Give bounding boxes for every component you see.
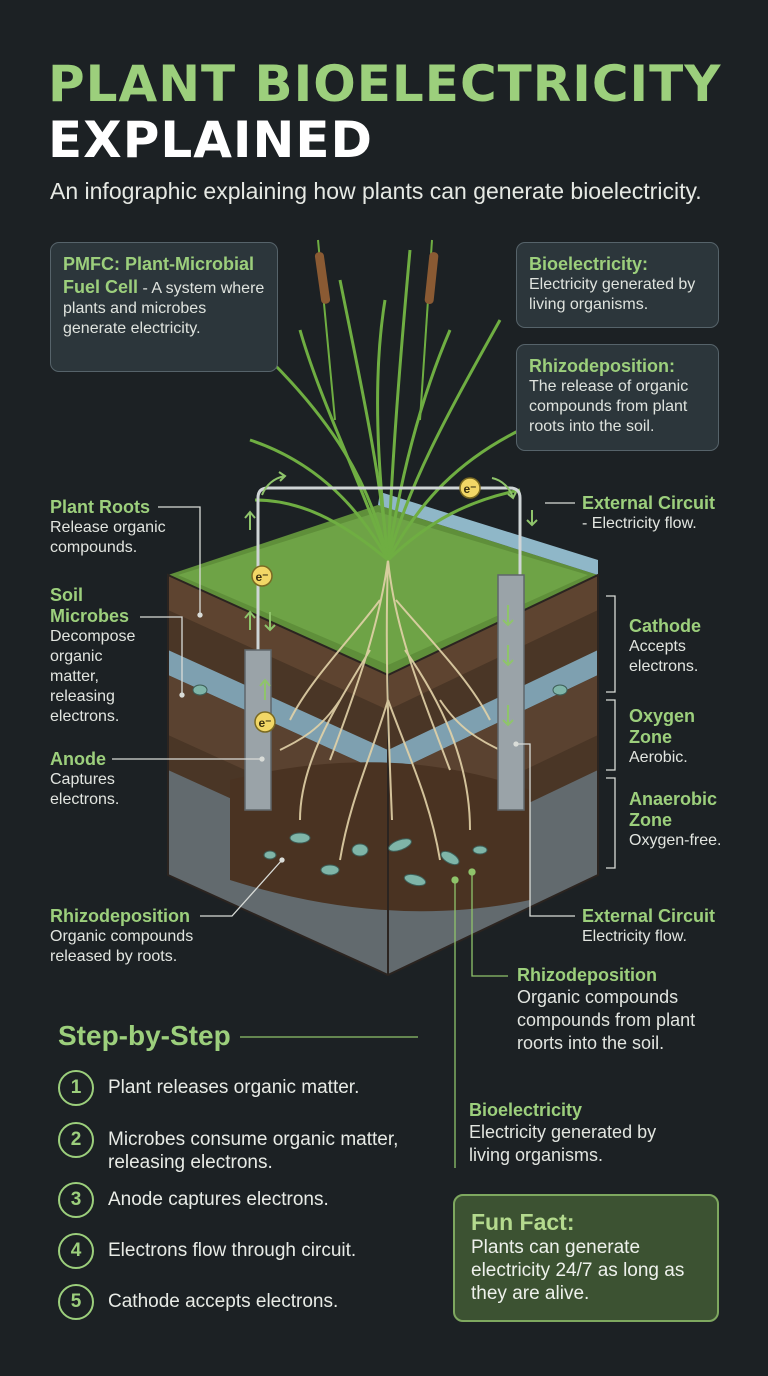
plant-roots-title: Plant Roots [50,497,151,517]
roots [279,559,501,861]
title-line-1: PLANT BIOELECTRICITY [48,55,722,113]
cathode-text: Accepts electrons. [629,638,699,675]
external-circuit-top-title: External Circuit [582,493,716,513]
subtitle: An infographic explaining how plants can… [50,178,702,204]
bioelectricity-box: Bioelectricity: Electricity generated by… [516,242,719,328]
step-4: 4 Electrons flow through circuit. [58,1233,356,1269]
pmfc-box: PMFC: Plant-Microbial Fuel Cell - A syst… [50,242,278,372]
leader-lines [112,502,616,917]
electron-badges [251,477,481,733]
steps-title: Step-by-Step [58,1020,231,1051]
cathode-plate [497,574,525,811]
step-1-text: Plant releases organic matter. [108,1077,360,1098]
bioelectricity-text: Electricity generated by living organism… [529,276,696,313]
step-5-text: Cathode accepts electrons. [108,1291,339,1312]
title-line-2: EXPLAINED [48,111,374,169]
step-4-text: Electrons flow through circuit. [108,1240,357,1261]
oxygen-zone-title: Oxygen Zone [629,706,696,747]
step-3-text: Anode captures electrons. [108,1189,329,1210]
circuit-wire [256,486,522,650]
rhizodeposition-right-text: Organic compounds compounds from plant r… [517,987,696,1053]
leader-lines-green [240,868,508,1168]
cathode-title: Cathode [629,616,701,636]
rhizodeposition-text: The release of organic compounds from pl… [529,378,689,435]
step-5-number: 5 [58,1284,94,1320]
pmfc-title: PMFC: Plant-Microbial Fuel Cell [63,254,255,297]
cattails [314,239,439,421]
external-circuit-bottom-label: External Circuit Electricity flow. [582,906,732,947]
bioelectricity-title: Bioelectricity: [529,254,649,274]
soil-block [167,492,599,977]
bioelectricity-bottom-title: Bioelectricity [469,1100,583,1120]
plant-roots-text: Release organic compounds. [50,519,166,556]
step-4-number: 4 [58,1233,94,1269]
electron-label-1: e⁻ [463,482,476,496]
soil-microbes-text: Decompose organic matter, releasing elec… [50,628,136,725]
anaerobic-zone-text: Oxygen-free. [629,832,722,849]
step-1-number: 1 [58,1070,94,1106]
fun-fact-title: Fun Fact: [471,1209,575,1235]
rhizodeposition-right-label: Rhizodeposition Organic compounds compou… [517,965,707,1055]
rhizodeposition-box: Rhizodeposition: The release of organic … [516,344,719,451]
external-circuit-bottom-title: External Circuit [582,906,716,926]
electron-label-2: e⁻ [255,570,268,584]
plant-leaves [249,249,521,562]
anode-title: Anode [50,749,106,769]
step-2-number: 2 [58,1122,94,1158]
cathode-label: Cathode Accepts electrons. [629,616,729,677]
pmfc-text: - A system where plants and microbes gen… [63,280,265,337]
step-1: 1 Plant releases organic matter. [58,1070,359,1106]
anaerobic-zone-label: Anaerobic Zone Oxygen-free. [629,789,739,851]
rhizodeposition-left-label: Rhizodeposition Organic compounds releas… [50,906,220,967]
microbes [192,684,568,887]
rhizodeposition-left-title: Rhizodeposition [50,906,190,926]
external-circuit-top-label: External Circuit - Electricity flow. [582,493,732,534]
soil-microbes-label: Soil Microbes Decompose organic matter, … [50,585,150,727]
step-2-text: Microbes consume organic matter, releasi… [108,1129,399,1173]
external-circuit-top-text: - Electricity flow. [582,515,697,532]
flow-arrows [244,471,538,727]
anode-label: Anode Captures electrons. [50,749,150,810]
oxygen-zone-label: Oxygen Zone Aerobic. [629,706,719,768]
soil-microbes-title: Soil Microbes [50,585,130,626]
anode-text: Captures electrons. [50,771,120,808]
fun-fact-box: Fun Fact: Plants can generate electricit… [453,1194,719,1322]
fun-fact-text: Plants can generate electricity 24/7 as … [471,1237,685,1304]
step-5: 5 Cathode accepts electrons. [58,1284,338,1320]
step-3-number: 3 [58,1182,94,1218]
rhizodeposition-left-text: Organic compounds released by roots. [50,928,194,965]
step-3: 3 Anode captures electrons. [58,1182,329,1218]
anaerobic-zone-title: Anaerobic Zone [629,789,718,830]
electron-label-3: e⁻ [258,716,271,730]
oxygen-zone-text: Aerobic. [629,749,688,766]
plant-roots-label: Plant Roots Release organic compounds. [50,497,190,558]
rhizodeposition-title: Rhizodeposition: [529,356,675,376]
step-2: 2 Microbes consume organic matter, relea… [58,1122,428,1174]
bioelectricity-bottom-label: Bioelectricity Electricity generated by … [469,1100,689,1167]
external-circuit-bottom-text: Electricity flow. [582,928,687,945]
rhizodeposition-right-title: Rhizodeposition [517,965,657,985]
bioelectricity-bottom-text: Electricity generated by living organism… [469,1122,657,1165]
